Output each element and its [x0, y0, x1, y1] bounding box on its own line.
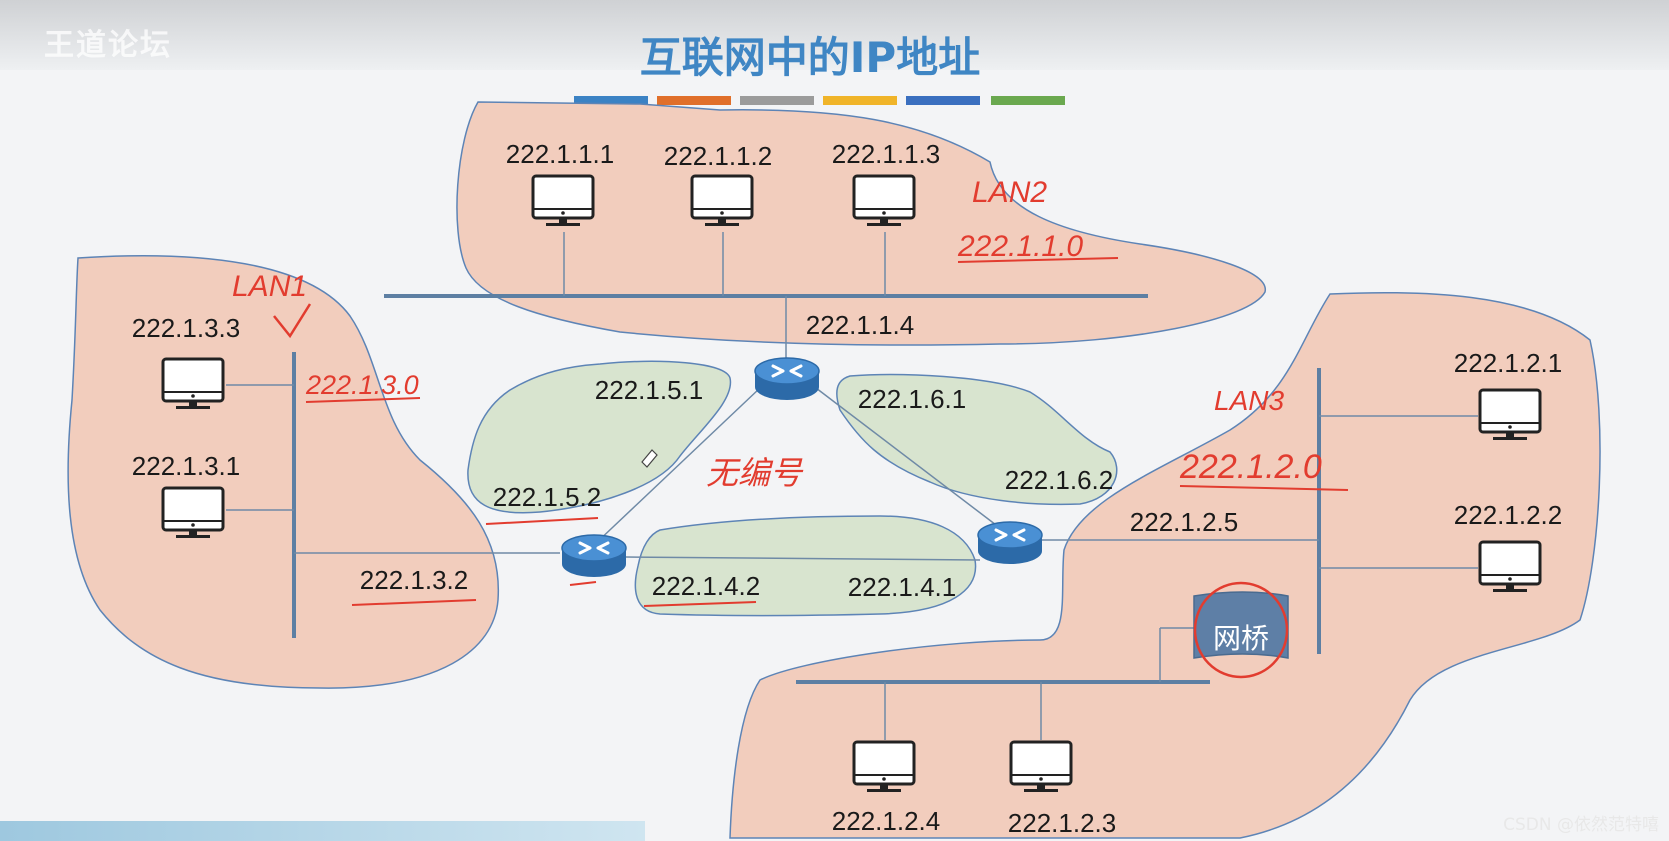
- lan3-net-annotation: 222.1.2.0: [1179, 448, 1322, 486]
- computer-icon: [531, 174, 595, 228]
- router-icon: [560, 533, 628, 579]
- link-ip: 222.1.6.2: [1005, 465, 1113, 495]
- computer-icon: [1478, 388, 1542, 442]
- computer-icon: [852, 174, 916, 228]
- lan3-annotation: LAN3: [1214, 385, 1284, 416]
- host-ip: 222.1.3.3: [132, 313, 240, 343]
- pen-cursor-icon: [641, 449, 658, 468]
- bridge-label: 网桥: [1213, 622, 1269, 655]
- host-ip: 222.1.2.1: [1454, 348, 1562, 378]
- red-underlines: [273, 257, 1349, 607]
- unnumbered-annotation: 无编号: [706, 455, 804, 491]
- link-r1r3-region: [836, 373, 1118, 506]
- lan2-region: [456, 101, 1266, 346]
- router-ip: 222.1.3.2: [360, 565, 468, 595]
- link-ip: 222.1.5.2: [493, 482, 601, 512]
- host-ip: 222.1.2.4: [832, 806, 940, 836]
- bridge-icon: [1193, 581, 1289, 679]
- host-ip: 222.1.1.1: [506, 139, 614, 169]
- link-r1r2-region: [467, 360, 732, 514]
- host-ip: 222.1.3.1: [132, 451, 240, 481]
- host-ip: 222.1.2.2: [1454, 500, 1562, 530]
- host-ip: 222.1.1.3: [832, 139, 940, 169]
- router-icon: [753, 356, 821, 402]
- link-ip: 222.1.4.2: [652, 571, 760, 601]
- top-bar: [0, 0, 1669, 70]
- link-ip: 222.1.6.1: [858, 384, 966, 414]
- computer-icon: [1009, 740, 1073, 794]
- lan2-annotation: LAN2: [972, 176, 1047, 209]
- link-r2r3-region: [634, 515, 977, 617]
- router-ip: 222.1.1.4: [806, 310, 914, 340]
- host-ip: 222.1.1.2: [664, 141, 772, 171]
- computer-icon: [852, 740, 916, 794]
- footer-credit: CSDN @依然范特嘻: [1503, 815, 1659, 835]
- link-ip: 222.1.5.1: [595, 375, 703, 405]
- watermark-logo: 王道论坛: [44, 28, 172, 63]
- title-color-bar: [574, 96, 1065, 105]
- lan1-net-annotation: 222.1.3.0: [305, 370, 419, 400]
- router-icon: [976, 520, 1044, 566]
- host-ip: 222.1.2.3: [1008, 808, 1116, 838]
- computer-icon: [161, 486, 225, 540]
- computer-icon: [161, 357, 225, 411]
- computer-icon: [1478, 540, 1542, 594]
- bottom-decoration: [0, 821, 645, 841]
- router-ip: 222.1.2.5: [1130, 507, 1238, 537]
- lan2-net-annotation: 222.1.1.0: [957, 230, 1083, 263]
- computer-icon: [690, 174, 754, 228]
- lan1-annotation: LAN1: [232, 270, 307, 303]
- link-ip: 222.1.4.1: [848, 572, 956, 602]
- slide-title: 互联网中的IP地址: [639, 33, 981, 82]
- lan3-region: [729, 291, 1601, 839]
